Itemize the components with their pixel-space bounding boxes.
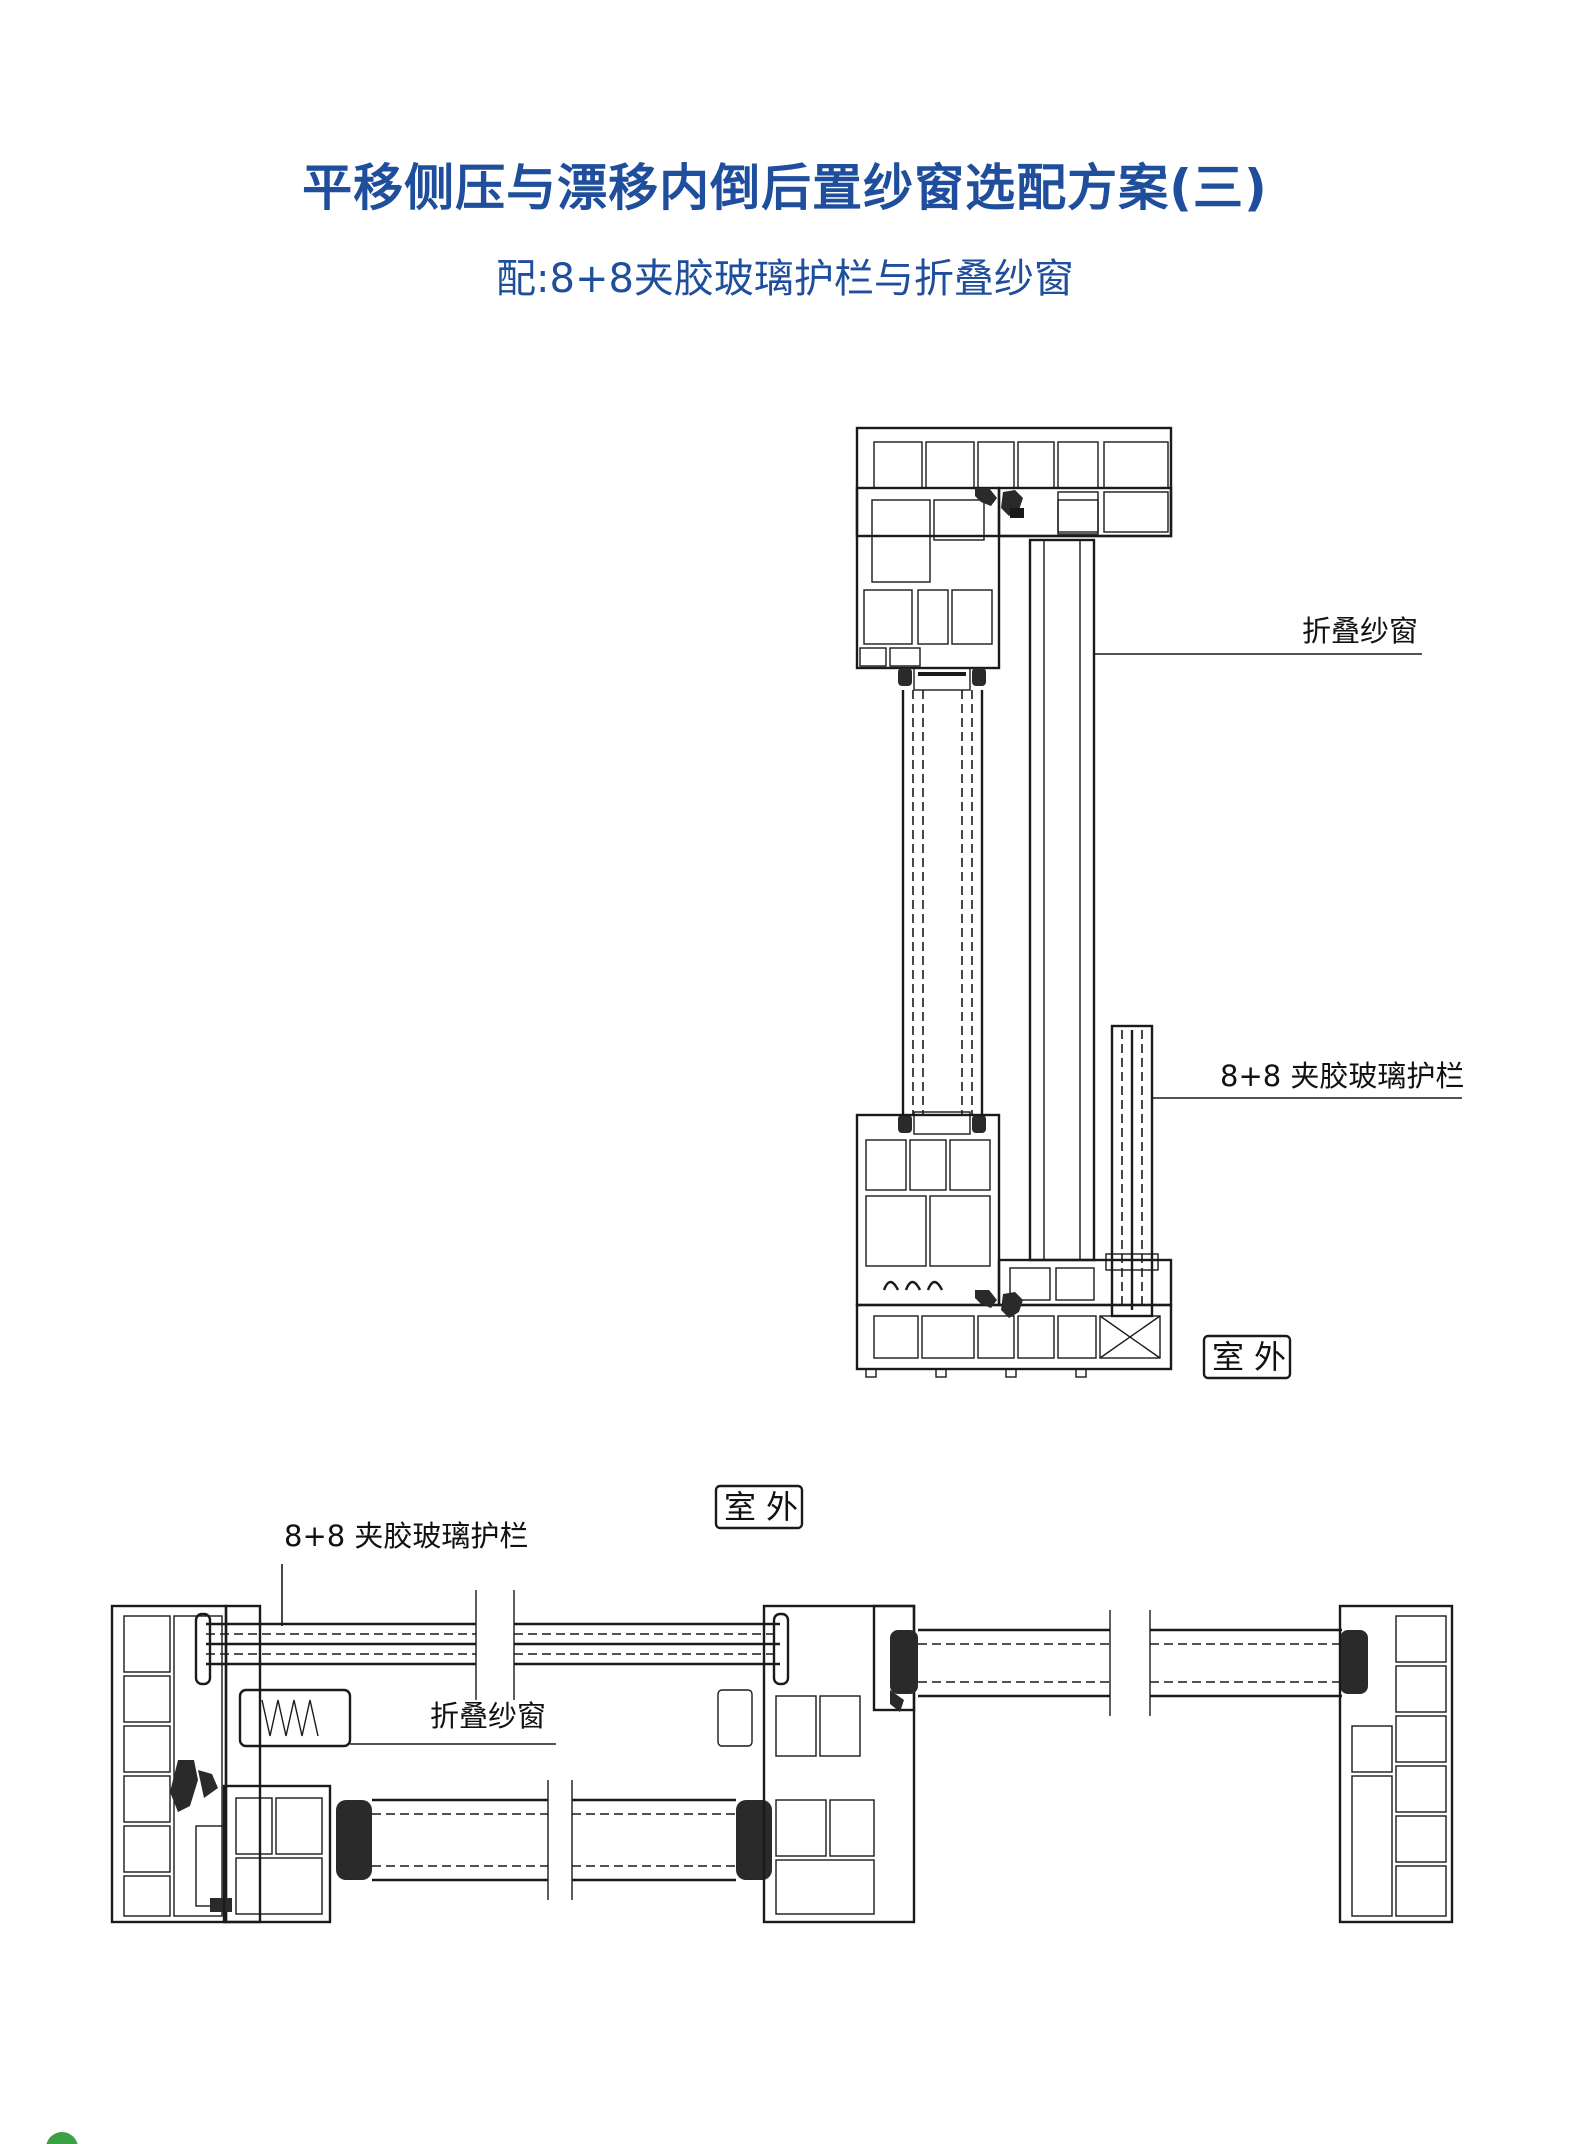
vertical-bottom-frame — [855, 1111, 1173, 1378]
label-outdoor-vertical: 室外 — [1212, 1338, 1296, 1376]
vertical-glazing — [901, 690, 984, 1115]
label-screen-vertical: 折叠纱窗 — [1302, 614, 1418, 648]
label-outdoor-horizontal: 室外 — [724, 1488, 808, 1526]
horizontal-right-jamb — [1338, 1604, 1454, 1924]
label-glass-horizontal: 8+8 夹胶玻璃护栏 — [284, 1519, 528, 1553]
page-title: 平移侧压与漂移内倒后置纱窗选配方案(三) — [302, 159, 1268, 217]
horizontal-lower-sash — [222, 1780, 772, 1924]
outdoor-box-vertical: 室外 — [1202, 1334, 1296, 1380]
vertical-glass-guard — [1105, 1024, 1159, 1318]
vertical-screen-profile — [1028, 538, 1096, 1262]
horizontal-glass-guard — [194, 1590, 790, 1700]
vertical-section: 折叠纱窗 8+8 夹胶玻璃护栏 室外 — [855, 426, 1464, 1380]
page-subtitle: 配:8+8夹胶玻璃护栏与折叠纱窗 — [496, 256, 1074, 302]
label-screen-horizontal: 折叠纱窗 — [430, 1699, 546, 1733]
horizontal-screen-box: 折叠纱窗 — [238, 1688, 753, 1748]
horizontal-center-mullion — [762, 1604, 918, 1924]
horizontal-upper-igu — [918, 1610, 1342, 1716]
horizontal-section: 室外 8+8 夹胶玻璃护栏 — [110, 1484, 1454, 1924]
corner-decoration-dot — [46, 2132, 78, 2144]
outdoor-box-horizontal: 室外 — [714, 1484, 808, 1530]
label-glass-vertical: 8+8 夹胶玻璃护栏 — [1220, 1059, 1464, 1093]
vertical-top-frame — [855, 426, 1173, 691]
